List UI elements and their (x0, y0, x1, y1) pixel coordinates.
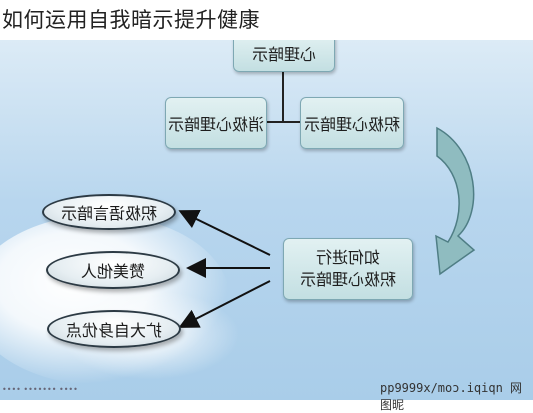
arrow-to-method-3 (178, 280, 271, 328)
center-box: 如何进行 积极心理暗示 (283, 238, 413, 300)
method-label-1: 积极语言暗示 (60, 204, 157, 223)
connector-lines (178, 70, 476, 328)
center-label-line-1: 如何进行 (315, 248, 380, 267)
footer-watermark-left: •••• ••••••• •••• (2, 385, 78, 394)
curved-arrow-icon (435, 126, 476, 276)
positive-branch-box: 积极心理暗示 (300, 97, 404, 149)
negative-branch-box: 消极心理暗示 (165, 97, 267, 149)
method-label-2: 赞美他人 (80, 262, 145, 281)
arrow-to-method-1 (178, 210, 271, 256)
page-title: 如何运用自我暗示提升健康 (0, 0, 533, 40)
root-label: 心理暗示 (251, 44, 316, 64)
center-label-line-2: 积极心理暗示 (299, 270, 396, 289)
negative-branch-label: 消极心理暗示 (167, 115, 264, 134)
footer-watermark-right: pp9999x/moɔ.iqiqn 网图昵 (380, 381, 523, 412)
method-oval-3: 扩大自身优点 (47, 310, 181, 348)
method-label-3: 扩大自身优点 (65, 321, 162, 340)
positive-branch-label: 积极心理暗示 (303, 115, 400, 134)
method-oval-1: 积极语言暗示 (42, 194, 176, 230)
method-oval-2: 赞美他人 (46, 251, 180, 289)
